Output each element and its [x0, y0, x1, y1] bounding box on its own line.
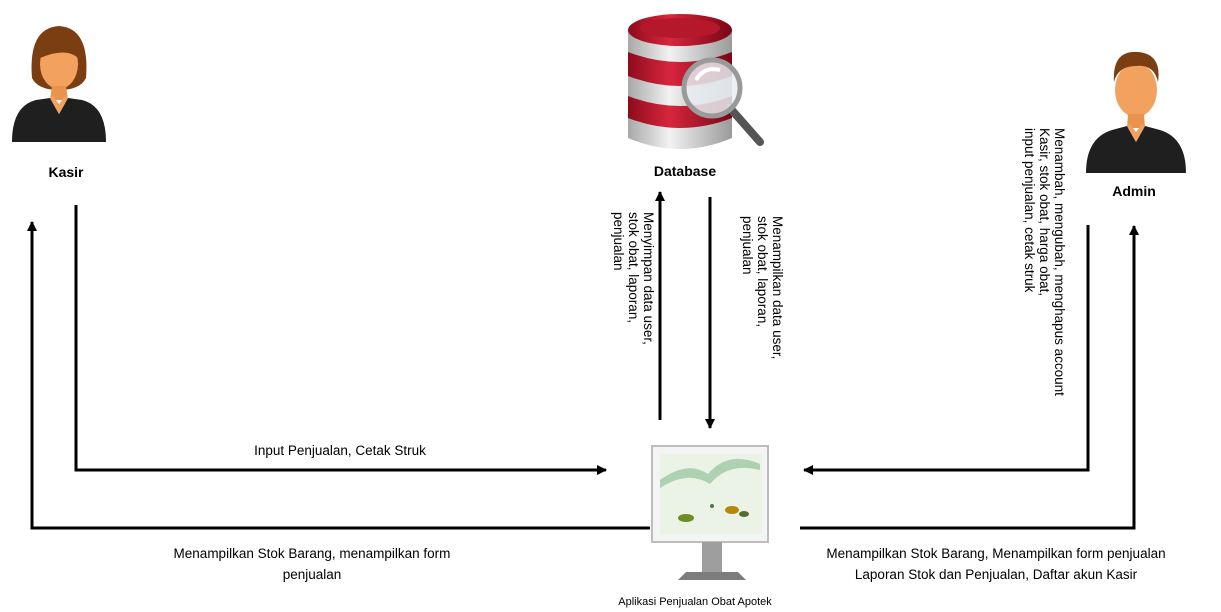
arrow-kasir-to-app [74, 205, 607, 475]
label-app-to-kasir: Menampilkan Stok Barang, menampilkan for… [112, 543, 512, 585]
label-admin-to-app-line-1: Menambah, mengubah, menghapus account [1052, 128, 1067, 396]
label-database-to-app-line-1: Menampilkan data user, [770, 216, 785, 360]
arrow-app-to-admin [800, 225, 1139, 530]
label-app-to-database: Menyimpan data user, stok obat, laporan,… [611, 212, 656, 345]
label-admin-to-app-line-3: input penjualan, cetak struk [1022, 128, 1037, 293]
label-admin-to-app-line-2: Kasir, stok obat, harga obat, [1037, 128, 1052, 297]
database-search-icon [628, 14, 764, 149]
monitor-app-icon [651, 445, 769, 580]
admin-actor [1082, 42, 1190, 174]
label-kasir-to-app: Input Penjualan, Cetak Struk [254, 443, 426, 458]
label-database-to-app-line-3: penjualan [740, 216, 755, 275]
female-user-icon [12, 26, 106, 142]
arrow-admin-to-app [803, 225, 1090, 475]
male-user-icon [1086, 51, 1186, 173]
label-database-to-app: Menampilkan data user, stok obat, lapora… [740, 216, 785, 359]
label-app-to-admin: Menampilkan Stok Barang, Menampilkan for… [780, 543, 1212, 585]
kasir-actor [10, 18, 108, 143]
arrow-app-to-kasir [27, 221, 650, 530]
label-app-to-kasir-line-1: Menampilkan Stok Barang, menampilkan for… [173, 546, 451, 561]
label-app-to-admin-line-1: Menampilkan Stok Barang, Menampilkan for… [826, 546, 1166, 561]
label-database-to-app-line-2: stok obat, laporan, [755, 216, 770, 328]
database-actor [622, 10, 768, 158]
database-label: Database [653, 163, 717, 179]
label-app-to-admin-line-2: Laporan Stok dan Penjualan, Daftar akun … [854, 567, 1138, 582]
app-caption: Aplikasi Penjualan Obat Apotek [618, 596, 772, 608]
label-app-to-database-line-1: Menyimpan data user, [641, 212, 656, 345]
admin-label: Admin [1112, 183, 1156, 199]
label-app-to-kasir-line-2: penjualan [282, 567, 342, 582]
label-app-to-database-line-2: stok obat, laporan, [626, 212, 641, 324]
label-app-to-database-line-3: penjualan [611, 212, 626, 271]
app-node [648, 440, 776, 590]
kasir-label: Kasir [48, 164, 84, 180]
label-admin-to-app: Menambah, mengubah, menghapus account Ka… [1022, 128, 1067, 396]
